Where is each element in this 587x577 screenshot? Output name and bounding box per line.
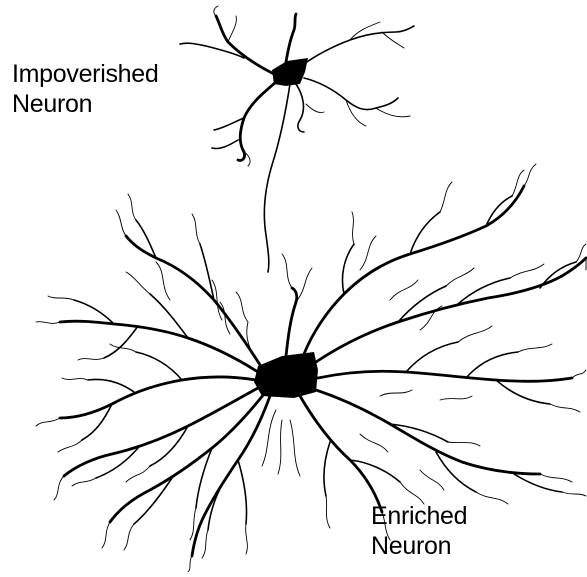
impoverished-dendrite [346,100,410,126]
impoverished-dendrite [296,84,304,132]
enriched-dendrite [126,236,262,368]
enriched-dendrite [286,288,297,356]
enriched-dendrite [324,442,400,496]
enriched-dendrite [60,321,258,372]
impoverished-dendrite [216,16,274,74]
impoverished-dendrite [304,78,398,110]
impoverished-dendrite [350,22,404,48]
enriched-soma [254,352,318,398]
impoverished-dendrite [180,43,244,58]
impoverished-neuron [180,6,414,272]
enriched-fine-dendrites [326,164,586,540]
enriched-dendrite [60,377,256,418]
enriched-dendrite [390,424,562,492]
impoverished-dendrite [238,82,276,161]
enriched-dendrite [192,396,270,556]
enriched-neuron-label: Enriched Neuron [371,501,467,561]
impoverished-neuron-label: Impoverished Neuron [12,59,158,119]
impoverished-label-line1: Impoverished [12,59,158,89]
enriched-dendrite [136,220,214,338]
enriched-dendrite [318,371,572,381]
enriched-dendrite [74,300,182,380]
enriched-label-line2: Neuron [371,531,467,561]
enriched-dendrite [342,196,512,294]
impoverished-label-line2: Neuron [12,89,158,119]
enriched-label-line1: Enriched [371,501,467,531]
impoverished-axon [264,84,290,272]
enriched-neuron [36,164,586,572]
enriched-dendrite [208,460,247,530]
enriched-dendrite [304,186,524,354]
impoverished-dendrite [306,104,324,113]
impoverished-dendrite [286,14,296,62]
impoverished-soma [272,58,308,86]
